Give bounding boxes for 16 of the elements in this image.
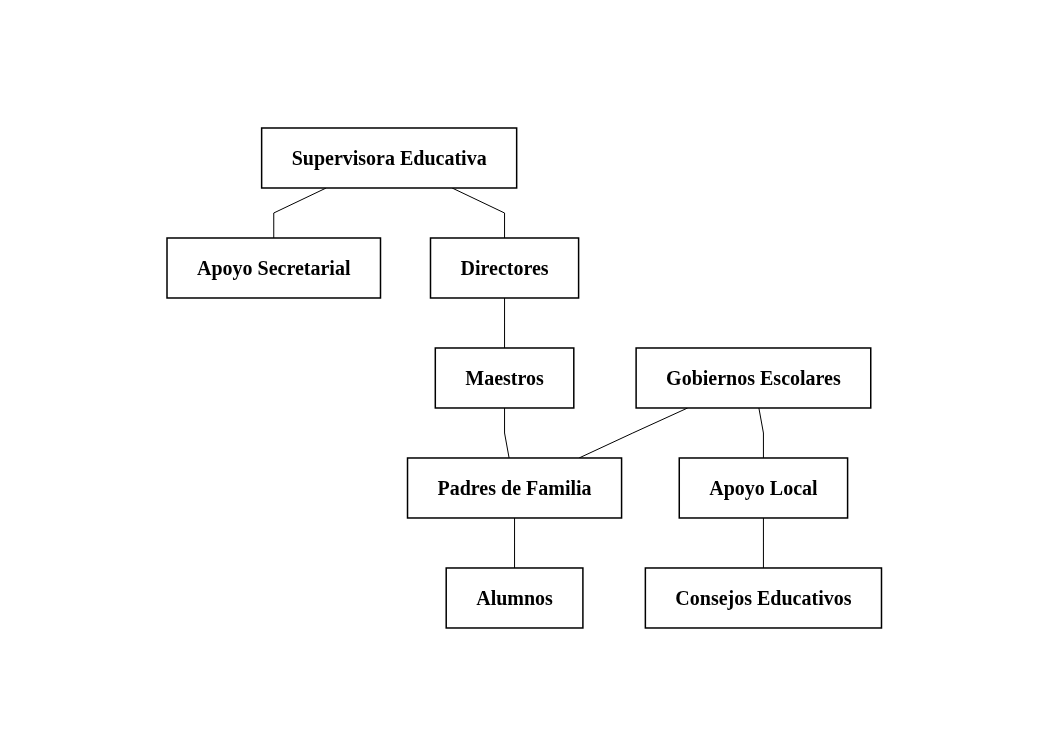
connector	[503, 297, 505, 348]
node-box: Supervisora Educativa	[260, 126, 518, 189]
connector	[758, 407, 764, 458]
node-box: Gobiernos Escolares	[635, 346, 872, 409]
node-box: Alumnos	[445, 566, 584, 629]
node-box: Maestros	[434, 346, 575, 409]
node-box: Apoyo Local	[678, 456, 849, 519]
node-box: Padres de Familia	[406, 456, 623, 519]
connector	[503, 407, 510, 458]
node-box: Directores	[429, 236, 580, 299]
node-box: Apoyo Secretarial	[166, 236, 381, 299]
connector	[762, 517, 764, 568]
connector	[451, 187, 505, 238]
connector	[273, 187, 327, 238]
node-box: Consejos Educativos	[644, 566, 882, 629]
connector	[513, 517, 515, 568]
